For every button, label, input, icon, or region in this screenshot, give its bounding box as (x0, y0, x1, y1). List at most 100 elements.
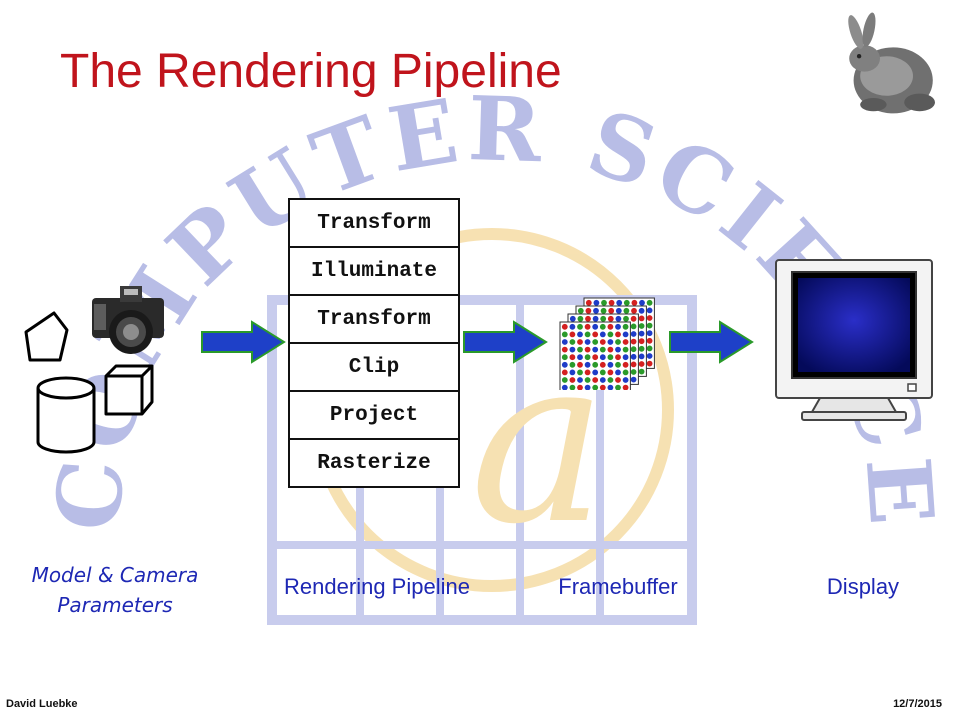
caption-display: Display (826, 574, 900, 599)
camera-icon (92, 286, 164, 354)
pixel-dot (615, 339, 621, 345)
pixel-dot (630, 376, 637, 383)
pixel-dot (615, 384, 621, 390)
pixel-dot (592, 377, 599, 383)
pixel-dot (577, 331, 583, 338)
pixel-dot (584, 346, 591, 353)
pixel-dot (622, 354, 629, 361)
pipeline-stage-rasterize: Rasterize (317, 451, 431, 475)
pixel-dot (607, 384, 614, 390)
pixel-dot (646, 330, 653, 337)
pixel-dot (630, 331, 637, 337)
pixel-dot (585, 299, 592, 306)
pixel-dot (577, 384, 583, 390)
footer-date: 12/7/2015 (893, 698, 942, 710)
pixel-dot (607, 323, 614, 330)
pixel-dot (599, 331, 606, 338)
pixel-dot (577, 307, 584, 314)
pixel-dot (638, 345, 645, 352)
pixel-dot (577, 354, 583, 361)
footer-author: David Luebke (6, 698, 78, 710)
pixel-dot (584, 384, 591, 390)
pixel-dot (638, 323, 645, 329)
pixel-dot (615, 361, 621, 368)
pixel-dot (631, 307, 637, 314)
pixel-dot (615, 346, 621, 353)
pixel-dot (622, 361, 629, 368)
pixel-dot (569, 339, 576, 345)
pixel-dot (592, 339, 599, 345)
pixel-dot (599, 354, 606, 361)
pixel-dot (646, 307, 653, 314)
pixel-dot (599, 323, 606, 330)
pixel-dot (561, 346, 568, 353)
pixel-dot (592, 323, 599, 330)
pixel-dot (577, 361, 583, 368)
pixel-dot (561, 377, 568, 383)
pixel-dot (646, 337, 653, 344)
caption-model-line-2: Parameters (57, 593, 173, 617)
pipeline-stage-stack: Transform Illuminate Transform Clip Proj… (288, 198, 460, 488)
pixel-dot (607, 315, 614, 322)
pixel-dot (569, 323, 576, 330)
pixel-dot (622, 384, 629, 390)
pixel-dot (561, 331, 568, 338)
pixel-dot (561, 354, 568, 361)
pipeline-stage-transform: Transform (290, 200, 458, 248)
pixel-dot (599, 339, 606, 345)
pixel-dot (601, 299, 607, 306)
pixel-dot (577, 346, 583, 353)
caption-model-camera: Model & Camera Parameters (10, 560, 220, 620)
pixel-dot (569, 331, 576, 338)
caption-framebuffer: Framebuffer (558, 574, 678, 599)
pixel-dot (569, 377, 576, 383)
pixel-dot (630, 346, 637, 353)
pixel-dot (592, 384, 599, 390)
pixel-dot (616, 299, 623, 306)
pixel-dot (615, 331, 621, 338)
pixel-dot (608, 299, 615, 306)
pipeline-stage-transform-2: Transform (290, 296, 458, 344)
pixel-dot (577, 323, 583, 330)
pixel-dot (622, 331, 629, 338)
pixel-dot (622, 339, 629, 345)
pixel-dot (607, 377, 614, 383)
pixel-dot (577, 377, 583, 383)
pixel-dot (622, 377, 629, 383)
pixel-dot (630, 353, 637, 360)
arrow-right-icon (463, 320, 548, 364)
pixel-dot (638, 368, 645, 375)
pixel-dot (592, 346, 599, 353)
pixel-dot (630, 323, 637, 330)
pixel-dot (569, 354, 576, 361)
pixel-dot (561, 323, 568, 330)
pixel-dot (592, 369, 599, 376)
pixel-dot (607, 339, 614, 345)
framebuffer-layer (559, 321, 631, 390)
pixel-dot (569, 361, 576, 368)
pixel-dot (646, 299, 653, 306)
pixel-dot (646, 345, 653, 352)
pixel-dot (623, 307, 630, 314)
pixel-dot (584, 369, 591, 376)
pixel-dot (561, 369, 568, 376)
pixel-dot (561, 361, 568, 368)
pixel-dot (599, 377, 606, 383)
pixel-dot (638, 330, 645, 337)
bunny-model-icon (848, 12, 935, 114)
slide-title: The Rendering Pipeline (60, 45, 562, 98)
pixel-dot (584, 339, 591, 345)
pixel-dot (592, 354, 599, 361)
pixel-dot (593, 299, 600, 306)
pixel-dot (630, 315, 637, 322)
pixel-dot (646, 322, 653, 329)
pixel-dot (599, 384, 606, 390)
pixel-dot (615, 354, 621, 361)
pixel-dot (608, 307, 615, 314)
pixel-dot (622, 346, 629, 353)
pixel-dot (577, 339, 583, 345)
pixel-dot (622, 369, 629, 376)
pixel-dot (569, 315, 576, 322)
crt-monitor-icon (775, 259, 933, 421)
